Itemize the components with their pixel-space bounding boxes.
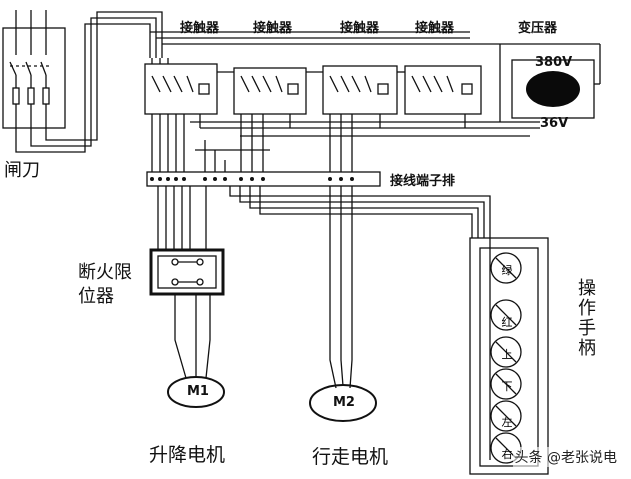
motor-m2-id: M2 — [333, 395, 355, 410]
contactor-2 — [233, 67, 307, 115]
limit-switch — [149, 248, 225, 296]
button-down-circle — [490, 368, 522, 400]
motor-m1-id: M1 — [187, 384, 209, 399]
knife-switch — [2, 10, 66, 140]
operation-handle — [469, 237, 549, 475]
transformer-core — [526, 71, 580, 107]
handle-label: 操作手柄 — [575, 278, 596, 358]
contactor-1 — [144, 58, 218, 115]
limit-switch-label-2: 位器 — [78, 286, 114, 307]
limit-switch-label-1: 断火限 — [78, 262, 132, 283]
motor-m2 — [309, 384, 377, 422]
button-down-label: 下 — [501, 380, 513, 393]
button-red-label: 红 — [501, 316, 513, 329]
button-up-label: 上 — [501, 348, 513, 361]
voltage-380-label: 380V — [535, 55, 573, 70]
button-right-label: 右 — [501, 448, 513, 461]
contactor-2-label: 接触器 — [253, 21, 293, 36]
motor-m2-name: 行走电机 — [312, 446, 389, 468]
button-up-circle — [490, 336, 522, 368]
button-green-circle — [490, 252, 522, 284]
contactor-1-label: 接触器 — [180, 21, 220, 36]
motor-m1 — [167, 376, 225, 408]
transformer-label: 变压器 — [518, 21, 558, 36]
contactor-4 — [404, 65, 482, 115]
button-green-label: 绿 — [501, 264, 513, 277]
button-left-circle — [490, 400, 522, 432]
contactor-3 — [322, 65, 398, 115]
button-red-circle — [490, 299, 522, 331]
contactor-3-label: 接触器 — [340, 21, 380, 36]
terminal-block-label: 接线端子排 — [390, 174, 456, 189]
voltage-36-label: 36V — [540, 116, 569, 131]
transformer — [499, 44, 601, 122]
contactor-4-label: 接触器 — [415, 21, 455, 36]
watermark: 头条 @老张说电 — [512, 447, 619, 467]
terminal-block — [146, 171, 381, 187]
knife-switch-label: 闸刀 — [4, 160, 40, 181]
button-left-label: 左 — [501, 416, 513, 429]
motor-m1-name: 升降电机 — [149, 444, 226, 466]
